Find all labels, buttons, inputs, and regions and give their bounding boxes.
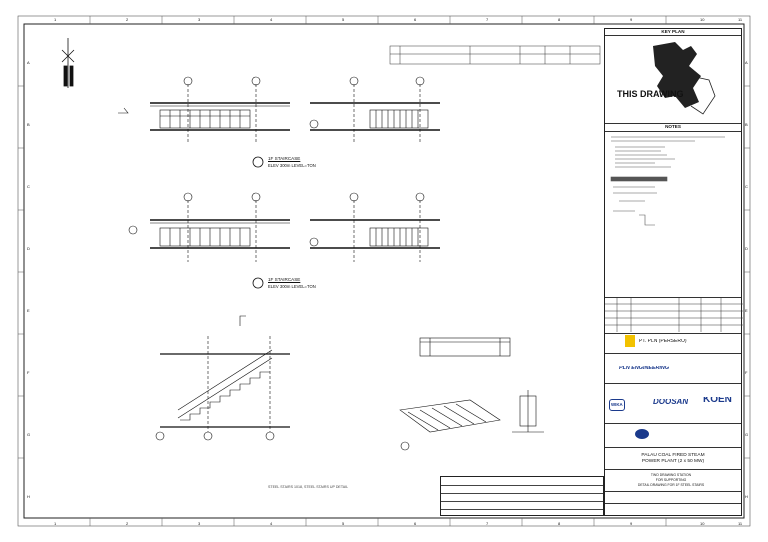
row-label: C <box>27 184 30 189</box>
project-line2: POWER PLANT (2 x 50 MW) <box>641 459 705 464</box>
row-label: D <box>27 246 30 251</box>
col-label: 4 <box>270 521 273 526</box>
row-label: F <box>27 370 30 375</box>
col-label: 10 <box>700 521 705 526</box>
row-label: B <box>27 122 30 127</box>
detail1-marker <box>252 156 264 168</box>
detail2-right-elevation <box>309 192 440 262</box>
revision-list <box>605 297 743 332</box>
notes-header: NOTES <box>665 124 681 129</box>
key-plan-image <box>653 42 716 115</box>
notes-lines <box>610 136 725 226</box>
column-ticks <box>18 16 750 526</box>
row-label: G <box>27 432 31 437</box>
drawing-title-line2: FOR SUPPORTING <box>655 478 687 482</box>
col-label: 2 <box>126 17 129 22</box>
key-plan-header: KEY PLAN <box>605 29 741 36</box>
bottom-revision-block <box>440 476 604 516</box>
wika-label: WIKA <box>611 402 623 407</box>
row-label: F <box>745 370 748 375</box>
bottom-caption: STEEL STAIRS 1018, STEEL STAIRS UP DETAI… <box>268 485 349 489</box>
row-label: H <box>745 494 748 499</box>
detail1-left-elevation <box>118 76 290 144</box>
detail2-left-elevation <box>128 192 290 262</box>
col-label: 9 <box>630 17 633 22</box>
pln-logo-icon <box>625 335 635 347</box>
col-label: 6 <box>414 17 417 22</box>
title-block: KEY PLAN THIS DRAWING NOTES <box>604 28 743 516</box>
engineer-name: PLN ENGINEERING <box>619 366 670 371</box>
wika-logo-icon <box>609 399 625 411</box>
north-arrow-icon <box>61 38 75 88</box>
row-label: A <box>27 60 30 65</box>
col-label: 7 <box>486 17 489 22</box>
this-drawing-label: THIS DRAWING <box>617 89 684 99</box>
col-label: 5 <box>342 17 345 22</box>
col-label: 6 <box>414 521 417 526</box>
detail2-title: 1F STAIRCASE <box>268 277 301 282</box>
row-label: A <box>745 60 748 65</box>
row-label: H <box>27 494 30 499</box>
detail1-scale: ELEV 300m LEVEL=TON <box>268 163 316 168</box>
doosan-label: DOOSAN <box>653 399 689 405</box>
project-line1: PALAU COAL FIRED STEAM <box>641 453 705 458</box>
detail1-title: 1F STAIRCASE <box>268 156 301 161</box>
col-label: 11 <box>738 521 743 526</box>
col-label: 2 <box>126 521 129 526</box>
row-label: C <box>745 184 748 189</box>
outer-border <box>17 15 751 527</box>
col-label: 4 <box>270 17 273 22</box>
koen-label: KOEN <box>703 397 732 403</box>
outer-frame <box>23 23 745 519</box>
col-label: 10 <box>700 17 705 22</box>
col-label: 3 <box>198 521 201 526</box>
col-label: 9 <box>630 521 633 526</box>
col-label: 1 <box>54 521 57 526</box>
detail1-right-elevation <box>309 76 440 144</box>
engineering-logo-icon <box>635 429 649 439</box>
detail2-scale: ELEV 300m LEVEL=TON <box>268 284 316 289</box>
row-label: D <box>745 246 748 251</box>
col-label: 7 <box>486 521 489 526</box>
row-label: B <box>745 122 748 127</box>
col-label: 8 <box>558 521 561 526</box>
col-label: 5 <box>342 521 345 526</box>
drawing-title-line3: DETAIL DRAWING FOR 1F STEEL STAIRS <box>637 483 705 487</box>
detail2-marker <box>252 277 264 289</box>
plan-detail <box>419 337 511 357</box>
row-label: E <box>745 308 748 313</box>
col-label: 8 <box>558 17 561 22</box>
row-label: E <box>27 308 30 313</box>
col-label: 3 <box>198 17 201 22</box>
stair-section <box>155 315 290 441</box>
owner-name: PT. PLN (PERSERO) <box>639 339 687 344</box>
revision-table <box>389 45 601 65</box>
row-label: G <box>745 432 749 437</box>
drawing-title-line1: TWO DRAWING STATION <box>650 473 692 477</box>
col-label: 11 <box>738 17 743 22</box>
bracket-detail <box>512 390 544 433</box>
grating-isometric <box>399 399 501 451</box>
col-label: 1 <box>54 17 57 22</box>
